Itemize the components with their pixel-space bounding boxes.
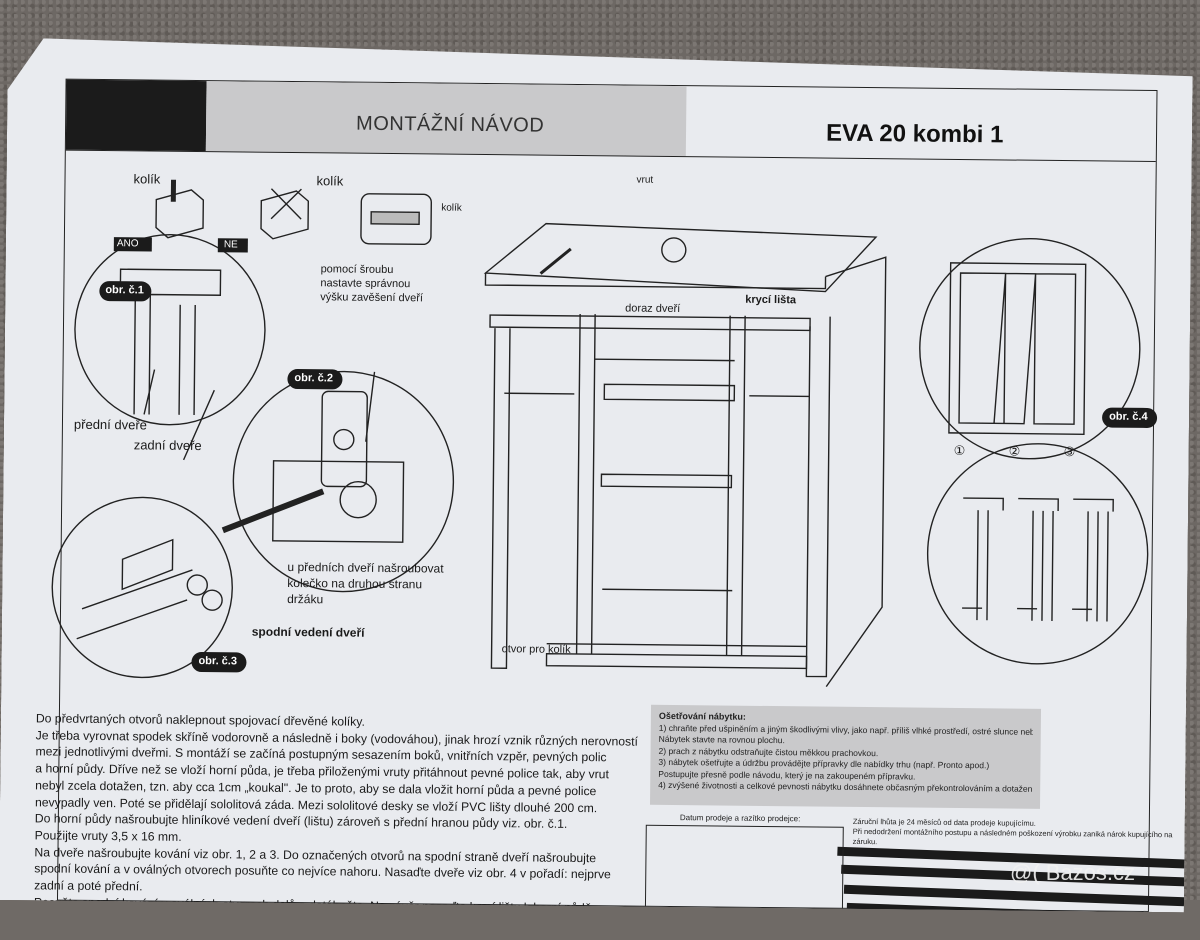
- kryci-lista-label: krycí lišta: [745, 293, 797, 307]
- sale-date-label: Datum prodeje a razítko prodejce:: [679, 813, 801, 824]
- obr3-label: obr. č.3: [198, 655, 238, 668]
- otvor-pro-kolik-label: otvor pro kolík: [501, 643, 571, 656]
- kolecko-note-line1: u předních dveří našroubovat: [287, 559, 444, 576]
- obr1-badge: [99, 281, 151, 302]
- kolecko-note-line3: držáku: [287, 591, 324, 607]
- bazos-watermark: @( Bazos.cz: [1010, 860, 1136, 885]
- panel-edge-illustration: [361, 194, 432, 245]
- obr4-badge: [1102, 407, 1157, 428]
- step-3-label: ③: [1063, 444, 1076, 460]
- obr3-badge: [191, 652, 246, 673]
- ne-tag: [218, 238, 248, 252]
- sroub-note-line1: pomocí šroubu: [320, 263, 394, 277]
- spodni-vedeni-label: spodní vedení dveří: [251, 624, 365, 640]
- ano-label: ANO: [116, 238, 139, 250]
- dowel-ne-illustration: [261, 189, 309, 239]
- assembly-instructions: Do předvrtaných otvorů naklepnout spojov…: [34, 710, 636, 933]
- kolik-label-right: kolík: [316, 173, 344, 189]
- instruction-line: Dotáhněte excentry v horní půdě.: [33, 911, 215, 928]
- obr2-badge: [287, 369, 342, 390]
- sroub-note-line3: výšku zavěšení dveří: [320, 291, 424, 305]
- sale-date-stamp-box: [645, 825, 844, 915]
- zadni-dvere-label: zadní dveře: [133, 437, 202, 454]
- ne-label: NE: [223, 239, 238, 251]
- kolik-label-left: kolík: [133, 171, 161, 187]
- obr4-label: obr. č.4: [1109, 410, 1148, 423]
- detail-circle-2: [232, 370, 454, 592]
- warranty-line: Při nedodržení montážního postupu a násl…: [852, 826, 1173, 847]
- predni-dvere-label: přední dveře: [73, 416, 148, 433]
- warranty-text: Záruční lhůta je 24 měsíců od data prode…: [853, 817, 1185, 850]
- sroub-note-line2: nastavte správnou: [320, 277, 411, 291]
- kolecko-note-line2: kolečko na druhou stranu: [287, 575, 423, 592]
- door-steps-circle: [927, 443, 1149, 665]
- instruction-sheet: MONTÁŽNÍ NÁVOD EVA 20 kombi 1: [0, 38, 1193, 912]
- obr1-label: obr. č.1: [105, 284, 144, 297]
- ano-tag: [114, 237, 152, 251]
- dowel-ano-illustration: [156, 180, 204, 238]
- step-2-label: ②: [1008, 443, 1021, 459]
- vrut-label: vrut: [636, 174, 654, 186]
- kolik-panel-label: kolík: [441, 202, 462, 214]
- detail-circle-3: [51, 496, 233, 678]
- furniture-care-box: Ošetřování nábytku: 1) chraňte před ušpi…: [650, 705, 1041, 809]
- detail-circle-1: [74, 234, 266, 426]
- wardrobe-exploded-view: [481, 223, 886, 687]
- step-1-label: ①: [953, 442, 966, 459]
- obr2-label: obr. č.2: [294, 372, 334, 385]
- detail-circle-4: [919, 238, 1141, 460]
- doraz-dveri-label: doraz dveří: [625, 302, 681, 316]
